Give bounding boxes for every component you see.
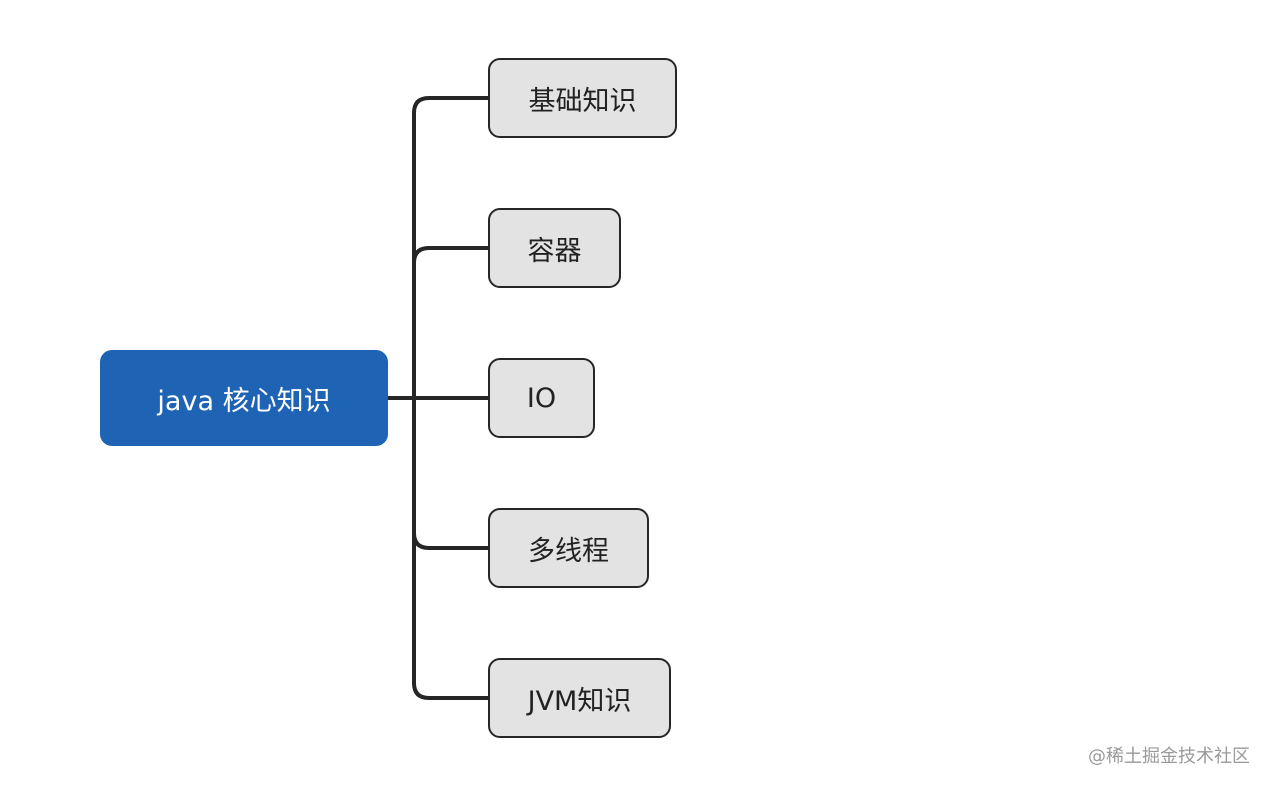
watermark-text: @稀土掘金技术社区 (1088, 746, 1250, 767)
subtopic-node-jvm[interactable]: JVM知识 (488, 658, 671, 738)
subtopic-label: 容器 (527, 235, 582, 267)
subtopic-node-containers[interactable]: 容器 (488, 208, 621, 288)
subtopic-label: IO (526, 382, 557, 414)
subtopic-label: 基础知识 (528, 85, 637, 117)
root-topic-node[interactable]: java 核心知识 (100, 350, 388, 446)
subtopic-node-basics[interactable]: 基础知识 (488, 58, 677, 138)
root-topic-label: java 核心知识 (157, 385, 331, 417)
subtopic-node-multithreading[interactable]: 多线程 (488, 508, 649, 588)
connector-child-4 (412, 681, 492, 700)
subtopic-label: 多线程 (528, 535, 609, 567)
subtopic-node-io[interactable]: IO (488, 358, 595, 438)
connector-child-1 (412, 246, 492, 265)
subtopic-label: JVM知识 (527, 685, 632, 717)
connector-child-3 (412, 531, 492, 550)
connector-child-0 (412, 96, 492, 115)
